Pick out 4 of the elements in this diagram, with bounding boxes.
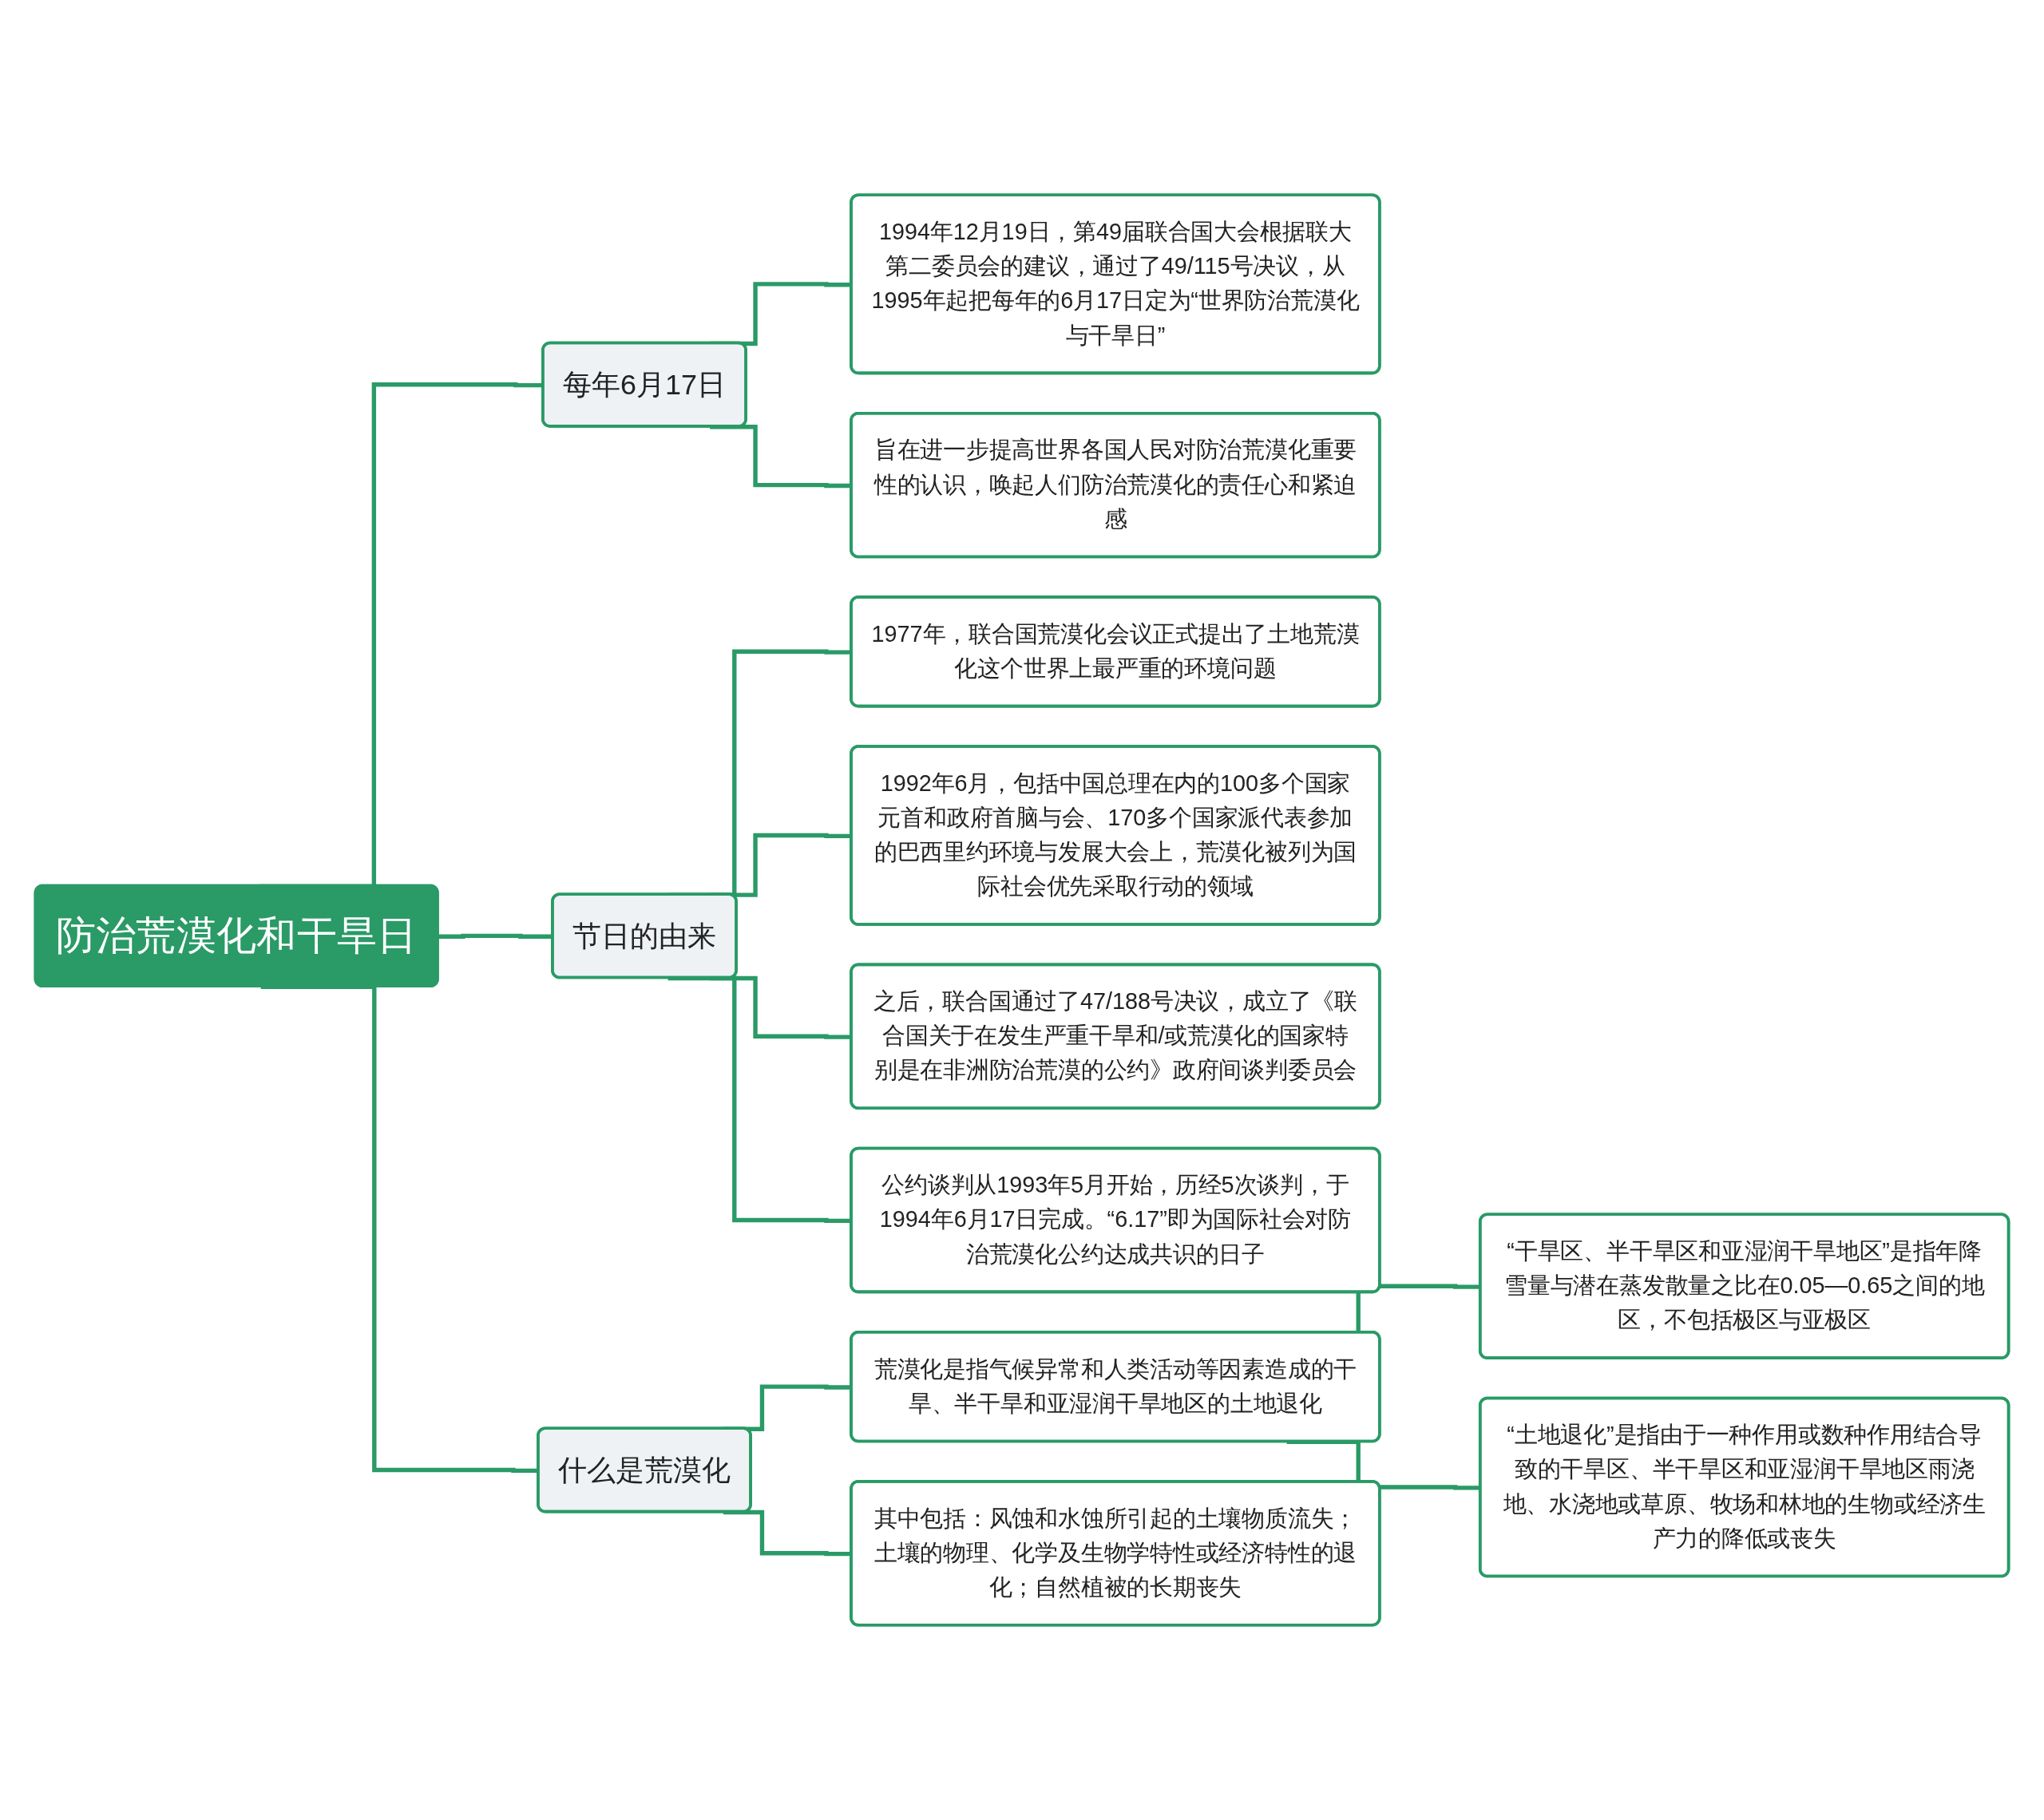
connector <box>723 1509 852 1557</box>
connector <box>438 933 553 939</box>
connector <box>667 975 852 1224</box>
connector <box>710 425 852 489</box>
